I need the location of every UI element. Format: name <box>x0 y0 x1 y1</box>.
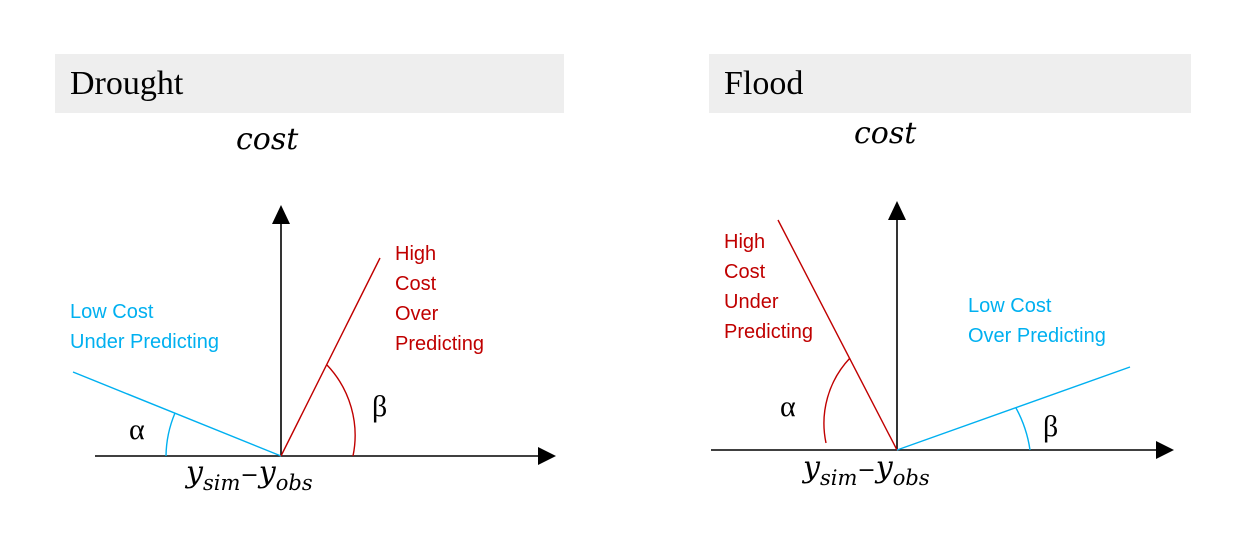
drought-x-sub1: sim <box>202 471 241 495</box>
flood-alpha-label: α <box>780 390 796 423</box>
drought-low-cost-line2: Under Predicting <box>70 331 219 353</box>
flood-x-minus: − <box>857 458 876 483</box>
flood-alpha-arc <box>823 357 851 444</box>
drought-title: Drought <box>55 54 564 113</box>
flood-low-cost-line1: Low Cost <box>968 295 1052 317</box>
drought-x-arrowhead <box>538 447 556 465</box>
flood-low-cost-label: Low Cost Over Predicting <box>968 291 1106 351</box>
flood-axes <box>711 201 1174 459</box>
flood-high-cost-line2: Cost <box>724 261 766 283</box>
drought-high-cost-line4: Predicting <box>395 333 484 355</box>
flood-x-sub1: sim <box>819 466 858 490</box>
drought-y-arrowhead <box>272 205 290 224</box>
drought-high-cost-line1: High <box>395 243 437 265</box>
flood-high-cost-label: High Cost Under Predicting <box>724 227 813 347</box>
flood-x-sub2: obs <box>892 466 930 490</box>
drought-x-axis-label: ysim−yobs <box>186 455 313 495</box>
drought-alpha-arc <box>165 412 176 457</box>
flood-title: Flood <box>709 54 1191 113</box>
drought-axes <box>95 205 556 465</box>
flood-x-axis-label: ysim−yobs <box>803 450 930 490</box>
flood-low-cost-line <box>896 366 1131 451</box>
flood-high-cost-line4: Predicting <box>724 321 813 343</box>
flood-x-base1: y <box>803 450 820 485</box>
drought-low-cost-line <box>72 371 282 457</box>
flood-x-arrowhead <box>1156 441 1174 459</box>
drought-y-axis-label: cost <box>236 122 299 157</box>
flood-high-cost-line1: High <box>724 231 766 253</box>
flood-low-cost-line2: Over Predicting <box>968 325 1106 347</box>
flood-y-arrowhead <box>888 201 906 220</box>
flood-high-cost-line <box>777 219 898 451</box>
drought-x-sub2: obs <box>275 471 313 495</box>
flood-beta-label: β <box>1043 410 1059 443</box>
drought-low-cost-label: Low Cost Under Predicting <box>70 297 219 357</box>
drought-x-minus: − <box>240 463 259 488</box>
drought-alpha-label: α <box>129 413 145 446</box>
flood-high-cost-line3: Under <box>724 291 779 313</box>
drought-high-cost-line <box>280 257 381 457</box>
drought-x-base2: y <box>258 455 276 490</box>
drought-low-cost-line1: Low Cost <box>70 301 154 323</box>
drought-high-cost-line2: Cost <box>395 273 437 295</box>
drought-beta-arc <box>326 364 356 457</box>
drought-beta-label: β <box>372 390 388 423</box>
drought-high-cost-label: High Cost Over Predicting <box>395 239 484 359</box>
flood-y-axis-label: cost <box>854 116 917 151</box>
drought-x-base1: y <box>186 455 203 490</box>
flood-x-base2: y <box>875 450 893 485</box>
flood-beta-arc <box>1015 407 1031 451</box>
drought-high-cost-line3: Over <box>395 303 439 325</box>
